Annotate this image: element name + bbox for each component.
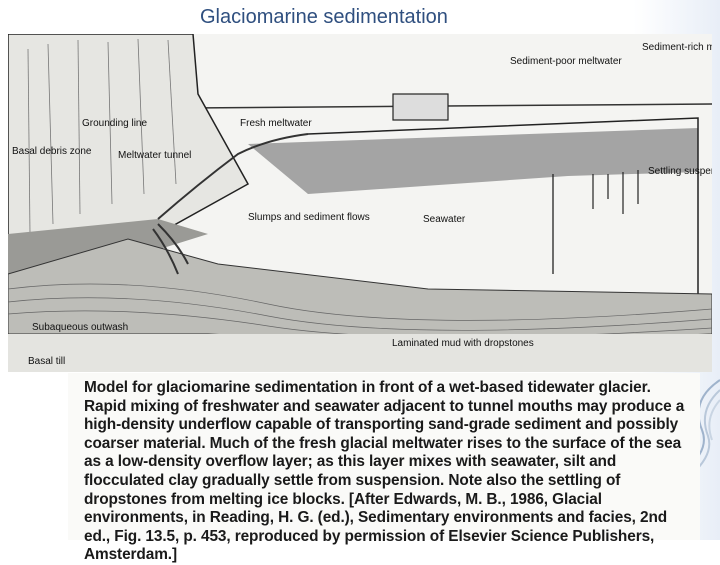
label-grounding-line: Grounding line xyxy=(82,118,147,129)
label-sediment-poor-meltwater: Sediment-poor meltwater xyxy=(510,56,622,67)
figure-caption: Model for glaciomarine sedimentation in … xyxy=(68,373,700,563)
slide-title: Glaciomarine sedimentation xyxy=(200,6,448,28)
label-slumps-and-sediment-flows: Slumps and sediment flows xyxy=(248,212,370,223)
label-settling-suspended-sediment: Settling suspended sediment xyxy=(648,166,712,177)
label-subaqueous-outwash: Subaqueous outwash xyxy=(32,322,128,333)
meltwater-jets xyxy=(152,133,309,275)
seafloor-bottom xyxy=(8,334,712,372)
settling-arrows xyxy=(592,170,639,214)
label-meltwater-tunnel: Meltwater tunnel xyxy=(118,150,191,161)
label-basal-till: Basal till xyxy=(28,356,65,367)
label-fresh-meltwater: Fresh meltwater xyxy=(240,118,312,129)
overflow-plume xyxy=(248,128,698,194)
sea-surface xyxy=(187,103,712,109)
label-laminated-mud: Laminated mud with dropstones xyxy=(392,338,534,349)
label-basal-debris-zone: Basal debris zone xyxy=(12,146,92,157)
label-sediment-rich-meltwater: Sediment-rich meltwater xyxy=(642,42,712,53)
glaciomarine-diagram: Grounding line Basal debris zone Meltwat… xyxy=(8,34,712,372)
glacier-cliff xyxy=(8,34,250,255)
floating-ice-block xyxy=(392,93,449,121)
label-seawater: Seawater xyxy=(423,214,466,225)
block-outline xyxy=(307,117,699,334)
